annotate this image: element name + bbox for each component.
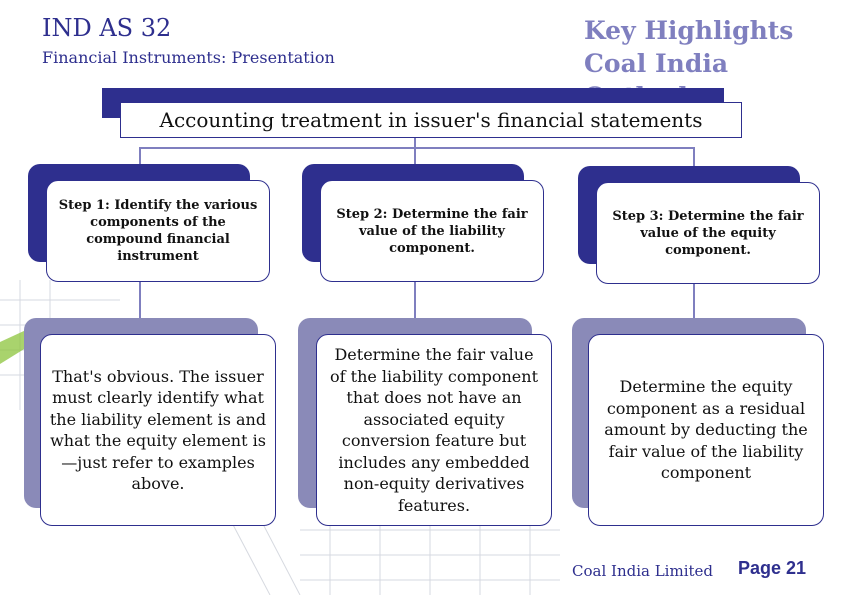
desc-3-card: Determine the equity component as a resi… — [588, 334, 824, 526]
connector-step-desc-2 — [414, 282, 416, 318]
desc-1-card: That's obvious. The issuer must clearly … — [40, 334, 276, 526]
connector-drop-2 — [414, 147, 416, 168]
section-banner: Accounting treatment in issuer's financi… — [120, 102, 742, 138]
connector-step-desc-1 — [139, 282, 141, 318]
connector-step-desc-3 — [693, 282, 695, 318]
step-2-card: Step 2: Determine the fair value of the … — [320, 180, 544, 282]
step-3-card: Step 3: Determine the fair value of the … — [596, 182, 820, 284]
footer-company: Coal India Limited — [572, 562, 713, 580]
connector-vertical-main — [414, 138, 416, 148]
key-highlights-label: Key Highlights — [584, 16, 794, 45]
page-number: Page 21 — [738, 558, 807, 578]
desc-2-card: Determine the fair value of the liabilit… — [316, 334, 552, 526]
step-1-card: Step 1: Identify the various components … — [46, 180, 270, 282]
connector-drop-3 — [693, 147, 695, 168]
page-title: IND AS 32 — [42, 14, 172, 42]
page-subtitle: Financial Instruments: Presentation — [42, 48, 335, 67]
connector-horizontal — [139, 147, 695, 149]
connector-drop-1 — [139, 147, 141, 168]
